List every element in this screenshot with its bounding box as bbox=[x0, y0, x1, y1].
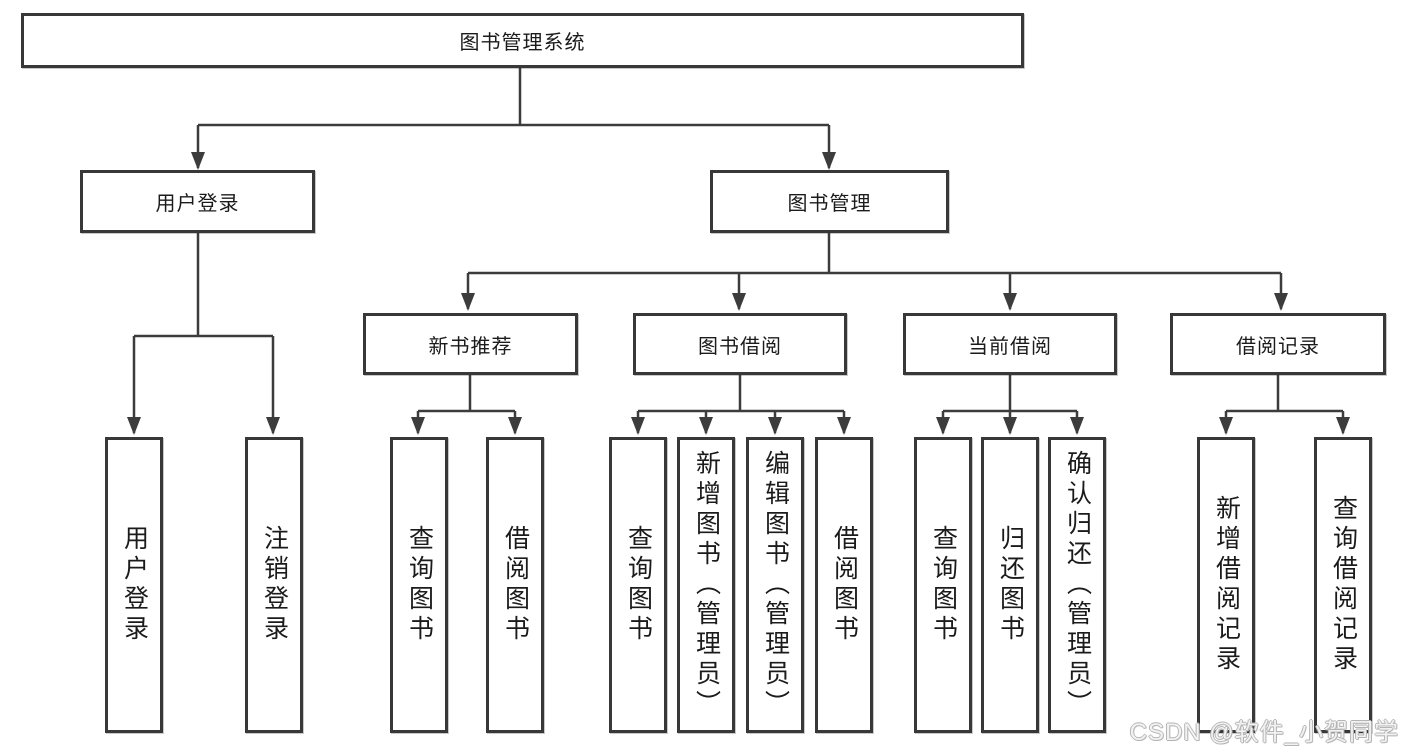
leaf-edit-book-admin: 编辑图书（管理员） bbox=[746, 437, 804, 733]
watermark: CSDN @软件_小贺同学 bbox=[1129, 719, 1399, 746]
leaf-logout: 注销登录 bbox=[245, 437, 303, 733]
node-borrowing-records: 借阅记录 bbox=[1170, 313, 1386, 375]
node-library-management-system: 图书管理系统 bbox=[21, 13, 1024, 68]
leaf-query-books-newbooks: 查询图书 bbox=[390, 437, 448, 733]
leaf-add-book-admin: 新增图书（管理员） bbox=[677, 437, 735, 733]
leaf-user-login: 用户登录 bbox=[105, 437, 163, 733]
node-book-borrowing: 图书借阅 bbox=[633, 313, 847, 375]
leaf-query-books-borrowing: 查询图书 bbox=[609, 437, 667, 733]
node-current-borrowing: 当前借阅 bbox=[903, 313, 1117, 375]
node-new-book-recommendation: 新书推荐 bbox=[363, 313, 578, 375]
leaf-query-books-current: 查询图书 bbox=[914, 437, 972, 733]
leaf-query-borrow-record: 查询借阅记录 bbox=[1314, 437, 1372, 733]
leaf-borrow-books-newbooks: 借阅图书 bbox=[486, 437, 544, 733]
leaf-return-books: 归还图书 bbox=[981, 437, 1039, 733]
leaf-add-borrow-record: 新增借阅记录 bbox=[1197, 437, 1255, 733]
node-book-management: 图书管理 bbox=[710, 170, 949, 233]
leaf-borrow-books-borrowing: 借阅图书 bbox=[815, 437, 873, 733]
node-user-login: 用户登录 bbox=[80, 170, 315, 233]
leaf-confirm-return-admin: 确认归还（管理员） bbox=[1048, 437, 1106, 733]
